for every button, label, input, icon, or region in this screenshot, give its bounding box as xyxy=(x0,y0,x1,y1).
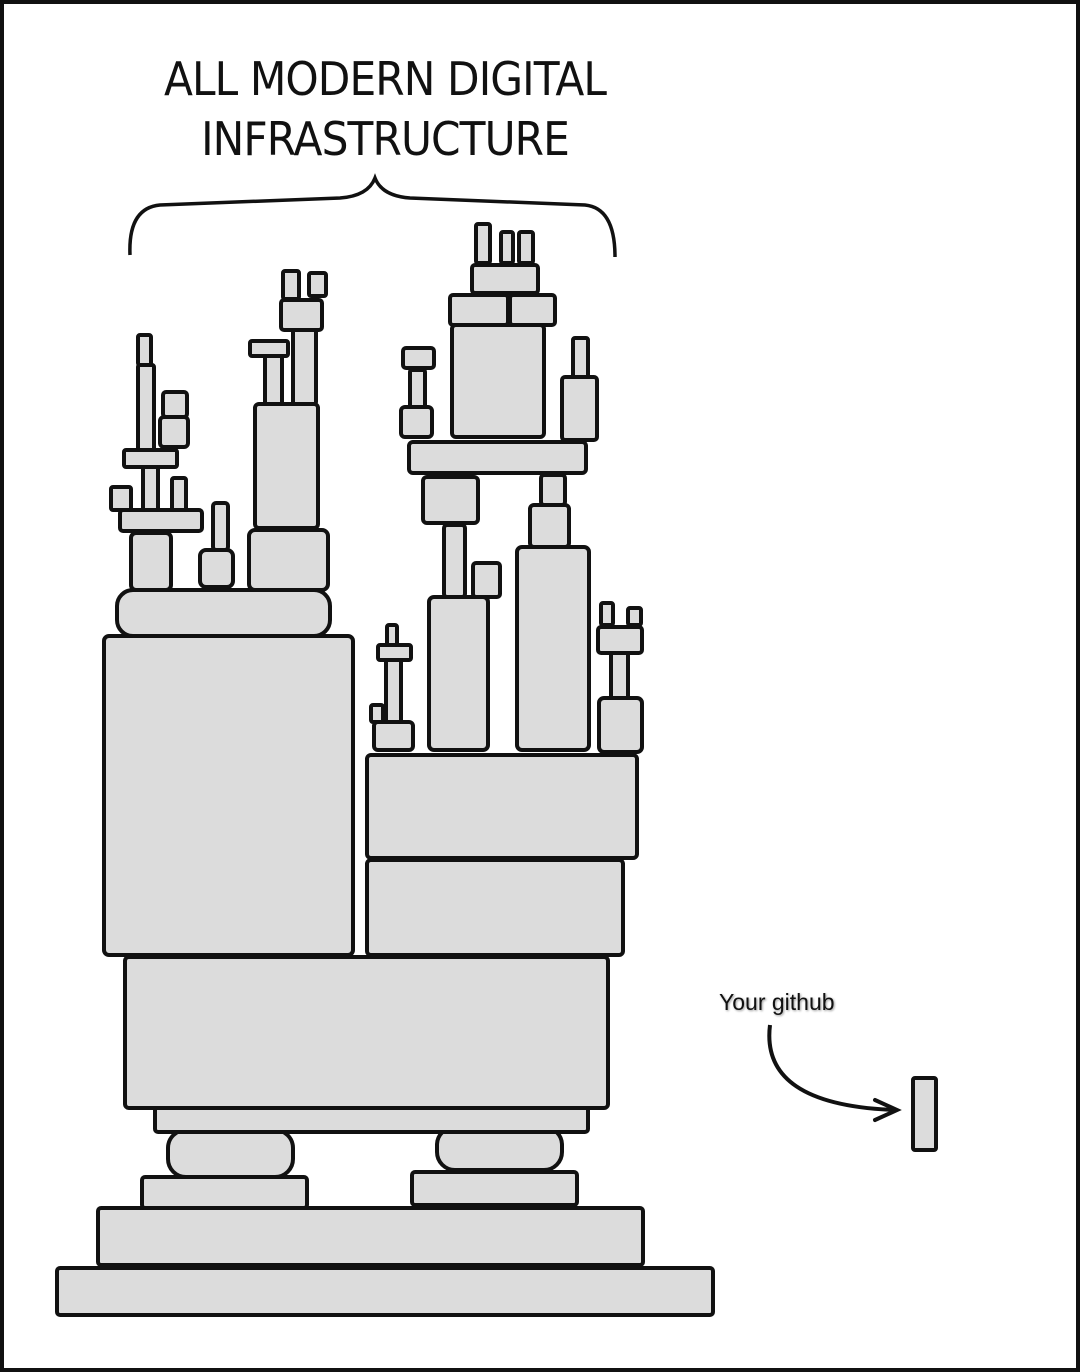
infrastructure-block xyxy=(129,531,173,592)
infrastructure-block xyxy=(401,346,436,370)
infrastructure-block xyxy=(369,703,385,724)
infrastructure-block xyxy=(384,658,403,724)
infrastructure-block xyxy=(136,333,153,367)
infrastructure-block xyxy=(136,363,156,452)
infrastructure-block xyxy=(55,1266,715,1317)
infrastructure-block xyxy=(198,548,235,589)
infrastructure-block xyxy=(281,269,301,301)
infrastructure-block xyxy=(372,720,415,752)
infrastructure-block xyxy=(118,508,204,533)
infrastructure-block xyxy=(599,601,615,627)
arrow-line xyxy=(767,1024,896,1112)
your-github-block xyxy=(911,1076,938,1152)
infrastructure-block xyxy=(528,503,571,549)
infrastructure-block xyxy=(122,448,179,469)
stacked-blocks xyxy=(55,222,715,1317)
infrastructure-block xyxy=(626,606,643,627)
infrastructure-block xyxy=(253,402,320,530)
infrastructure-block xyxy=(474,222,492,265)
infrastructure-block xyxy=(471,561,502,599)
infrastructure-block xyxy=(385,623,399,647)
infrastructure-block xyxy=(102,634,355,957)
infrastructure-block xyxy=(427,595,490,752)
infrastructure-block xyxy=(166,1128,295,1179)
infrastructure-block xyxy=(248,339,290,358)
infrastructure-block xyxy=(115,588,332,638)
infrastructure-block xyxy=(421,475,480,525)
infrastructure-block xyxy=(170,476,188,512)
infrastructure-block xyxy=(597,696,644,754)
infrastructure-block xyxy=(448,293,510,327)
infrastructure-block xyxy=(140,1175,309,1210)
infrastructure-block xyxy=(247,528,330,592)
infrastructure-block xyxy=(109,485,133,512)
infrastructure-block xyxy=(571,336,590,379)
infrastructure-block xyxy=(365,858,625,957)
infrastructure-block xyxy=(158,415,190,449)
infrastructure-block xyxy=(470,263,540,295)
infrastructure-block xyxy=(609,651,630,700)
infrastructure-block xyxy=(279,298,324,332)
title-line-1: ALL MODERN DIGITAL xyxy=(163,52,607,106)
infrastructure-block xyxy=(508,293,557,327)
title-line-2: INFRASTRUCTURE xyxy=(201,112,570,166)
arrow-head-icon xyxy=(873,1098,902,1122)
infrastructure-block xyxy=(141,464,160,512)
your-github-label: Your github xyxy=(719,989,835,1015)
infrastructure-block xyxy=(517,230,535,265)
infrastructure-block xyxy=(123,955,610,1110)
infrastructure-block xyxy=(450,323,546,439)
infrastructure-block xyxy=(399,405,434,439)
infrastructure-block xyxy=(499,230,515,265)
infrastructure-block xyxy=(161,390,189,419)
infrastructure-block xyxy=(365,753,639,860)
infrastructure-block xyxy=(96,1206,645,1267)
infrastructure-block xyxy=(515,545,591,752)
infrastructure-block xyxy=(410,1170,579,1207)
curly-brace xyxy=(128,173,617,258)
infrastructure-block xyxy=(291,326,318,406)
infrastructure-block xyxy=(539,473,567,507)
infrastructure-block xyxy=(596,625,644,655)
infrastructure-block xyxy=(407,440,588,475)
infrastructure-block xyxy=(408,368,427,409)
infrastructure-block xyxy=(376,643,413,662)
infrastructure-block xyxy=(560,375,599,442)
infrastructure-block xyxy=(211,501,230,552)
infrastructure-block xyxy=(263,353,284,406)
infrastructure-block xyxy=(442,523,467,599)
infrastructure-block xyxy=(307,271,328,298)
